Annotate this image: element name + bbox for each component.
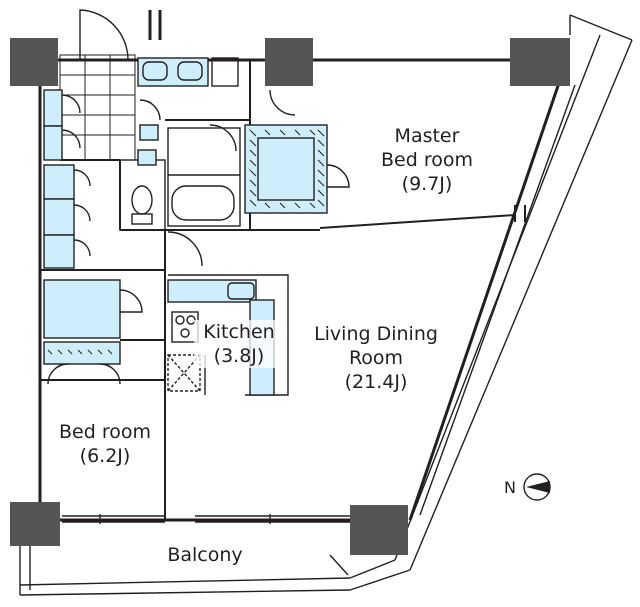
bathroom	[167, 127, 241, 227]
balcony-name: Balcony	[167, 544, 243, 566]
bedroom-closet	[43, 279, 143, 385]
entry-door	[79, 9, 129, 61]
west-closets	[43, 89, 91, 269]
balcony-label: Balcony	[150, 543, 260, 567]
master-bedroom-size: (9.7J)	[401, 173, 453, 195]
room-doors	[139, 89, 296, 267]
bedroom-label: Bed room (6.2J)	[50, 420, 160, 468]
compass-icon	[523, 473, 551, 501]
structural-columns	[10, 38, 570, 555]
bedroom-size: (6.2J)	[79, 445, 131, 467]
walk-in-closet	[244, 124, 350, 214]
bedroom-name: Bed room	[59, 421, 151, 443]
entrance-floor-grid	[59, 54, 136, 161]
master-bedroom-name-line2: Bed room	[381, 149, 473, 171]
living-dining-name-line1: Living Dining	[314, 323, 438, 345]
compass-letter: N	[504, 478, 516, 497]
washing-machine	[139, 124, 159, 141]
balcony-sliding-doors	[62, 514, 350, 524]
kitchen-name: Kitchen	[203, 321, 275, 343]
kitchen-label: Kitchen (3.8J)	[194, 320, 284, 368]
master-bedroom-label: Master Bed room (9.7J)	[372, 124, 482, 196]
living-dining-size: (21.4J)	[344, 371, 408, 393]
toilet	[119, 149, 166, 231]
master-bedroom-name-line1: Master	[394, 125, 460, 147]
east-diagonal-wall	[394, 14, 633, 571]
balcony-outline	[19, 540, 411, 596]
kitchen-size: (3.8J)	[213, 345, 265, 367]
vanity-counter	[137, 57, 239, 87]
living-dining-name-line2: Room	[348, 347, 404, 369]
living-dining-label: Living Dining Room (21.4J)	[296, 322, 456, 394]
